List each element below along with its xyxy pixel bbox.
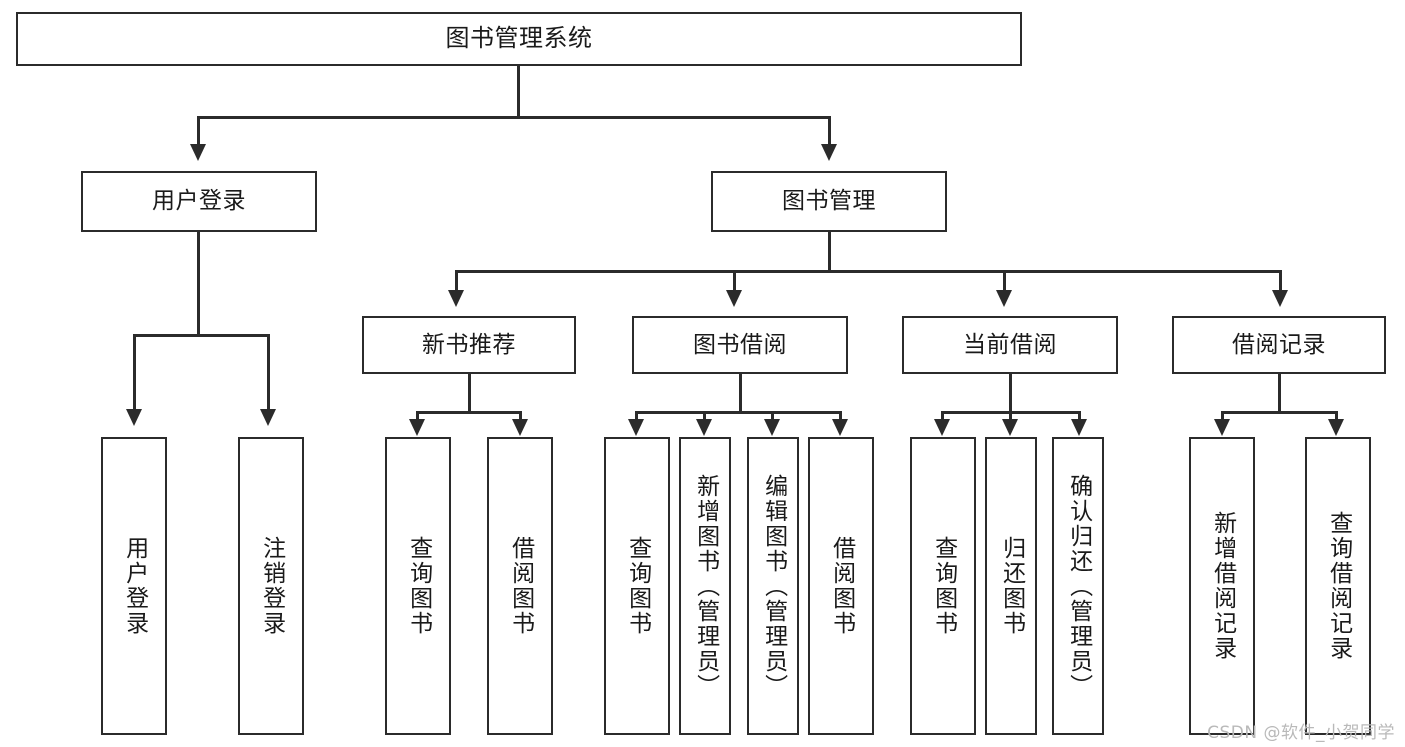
node-label: 借阅图书 (828, 536, 855, 636)
connector-root-to-book-mgmt (828, 116, 831, 146)
connector-book-mgmt-stem (828, 232, 831, 270)
connector-book-borrow-child-3 (771, 411, 774, 423)
connector-root-stem (517, 66, 520, 116)
node-book-borrow[interactable]: 图书借阅 (632, 316, 848, 374)
arrowhead-current-borrow-child-3 (1071, 419, 1087, 436)
connector-user-login-stem (197, 232, 200, 334)
arrowhead-book-borrow-child-4 (832, 419, 848, 436)
leaf-borrow-borrow-book[interactable]: 借阅图书 (808, 437, 874, 735)
leaf-current-return-book[interactable]: 归还图书 (985, 437, 1037, 735)
connector-book-borrow-child-1 (635, 411, 638, 423)
arrowhead-book-borrow (726, 290, 742, 307)
leaf-record-add[interactable]: 新增借阅记录 (1189, 437, 1255, 735)
connector-new-book-stem (468, 374, 471, 411)
node-label: 编辑图书（管理员） (760, 473, 787, 699)
node-label: 查询图书 (405, 536, 432, 636)
node-label: 归还图书 (998, 536, 1025, 636)
connector-book-borrow-child-2 (703, 411, 706, 423)
connector-borrow-record-child-2 (1335, 411, 1338, 423)
connector-book-mgmt-bus (455, 270, 1282, 273)
connector-to-book-borrow (733, 270, 736, 292)
leaf-new-book-query[interactable]: 查询图书 (385, 437, 451, 735)
node-label: 用户登录 (121, 536, 148, 636)
connector-root-bus (197, 116, 831, 119)
arrowhead-new-book-child-2 (512, 419, 528, 436)
connector-user-login-bus (133, 334, 270, 337)
leaf-logout[interactable]: 注销登录 (238, 437, 304, 735)
arrowhead-leaf-logout (260, 409, 276, 426)
arrowhead-current-borrow-child-1 (934, 419, 950, 436)
arrowhead-book-borrow-child-3 (764, 419, 780, 436)
node-new-book-recommend[interactable]: 新书推荐 (362, 316, 576, 374)
node-label: 图书借阅 (693, 331, 787, 358)
leaf-user-login[interactable]: 用户登录 (101, 437, 167, 735)
node-label: 新书推荐 (422, 331, 516, 358)
node-label: 注销登录 (258, 536, 285, 636)
leaf-borrow-edit-book[interactable]: 编辑图书（管理员） (747, 437, 799, 735)
connector-new-book-child-2 (519, 411, 522, 423)
node-label: 用户登录 (152, 188, 246, 215)
arrowhead-book-borrow-child-2 (696, 419, 712, 436)
connector-borrow-record-bus (1221, 411, 1338, 414)
connector-current-borrow-child-3 (1078, 411, 1081, 423)
leaf-current-query-book[interactable]: 查询图书 (910, 437, 976, 735)
connector-book-borrow-child-4 (839, 411, 842, 423)
arrowhead-borrow-record-child-1 (1214, 419, 1230, 436)
leaf-borrow-query-book[interactable]: 查询图书 (604, 437, 670, 735)
connector-current-borrow-child-1 (941, 411, 944, 423)
connector-root-to-user-login (197, 116, 200, 146)
node-label: 查询借阅记录 (1325, 511, 1352, 661)
node-borrow-record[interactable]: 借阅记录 (1172, 316, 1386, 374)
leaf-current-confirm-return[interactable]: 确认归还（管理员） (1052, 437, 1104, 735)
node-label: 确认归还（管理员） (1065, 473, 1092, 699)
connector-book-borrow-bus (635, 411, 842, 414)
node-current-borrow[interactable]: 当前借阅 (902, 316, 1118, 374)
connector-to-current-borrow (1003, 270, 1006, 292)
leaf-borrow-add-book[interactable]: 新增图书（管理员） (679, 437, 731, 735)
connector-to-new-book (455, 270, 458, 292)
node-label: 图书管理 (782, 188, 876, 215)
arrowhead-borrow-record (1272, 290, 1288, 307)
arrowhead-borrow-record-child-2 (1328, 419, 1344, 436)
connector-new-book-child-1 (416, 411, 419, 423)
arrowhead-book-borrow-child-1 (628, 419, 644, 436)
arrowhead-user-login (190, 144, 206, 161)
arrowhead-new-book (448, 290, 464, 307)
connector-to-leaf-logout (267, 334, 270, 411)
node-label: 新增借阅记录 (1209, 511, 1236, 661)
arrowhead-current-borrow (996, 290, 1012, 307)
connector-current-borrow-stem (1009, 374, 1012, 411)
node-label: 图书管理系统 (445, 24, 593, 53)
connector-current-borrow-child-2 (1009, 411, 1012, 423)
node-label: 新增图书（管理员） (692, 473, 719, 699)
connector-to-leaf-user-login (133, 334, 136, 411)
arrowhead-book-mgmt (821, 144, 837, 161)
arrowhead-current-borrow-child-2 (1002, 419, 1018, 436)
connector-new-book-bus (416, 411, 522, 414)
connector-borrow-record-child-1 (1221, 411, 1224, 423)
node-root-system[interactable]: 图书管理系统 (16, 12, 1022, 66)
connector-borrow-record-stem (1278, 374, 1281, 411)
node-book-management[interactable]: 图书管理 (711, 171, 947, 232)
connector-book-borrow-stem (739, 374, 742, 411)
arrowhead-leaf-user-login (126, 409, 142, 426)
node-label: 查询图书 (930, 536, 957, 636)
connector-to-borrow-record (1279, 270, 1282, 292)
arrowhead-new-book-child-1 (409, 419, 425, 436)
node-label: 查询图书 (624, 536, 651, 636)
node-label: 当前借阅 (963, 331, 1057, 358)
csdn-watermark: CSDN @软件_小贺同学 (1207, 723, 1395, 743)
leaf-record-query[interactable]: 查询借阅记录 (1305, 437, 1371, 735)
node-label: 借阅图书 (507, 536, 534, 636)
leaf-new-book-borrow[interactable]: 借阅图书 (487, 437, 553, 735)
node-user-login[interactable]: 用户登录 (81, 171, 317, 232)
node-label: 借阅记录 (1232, 331, 1326, 358)
